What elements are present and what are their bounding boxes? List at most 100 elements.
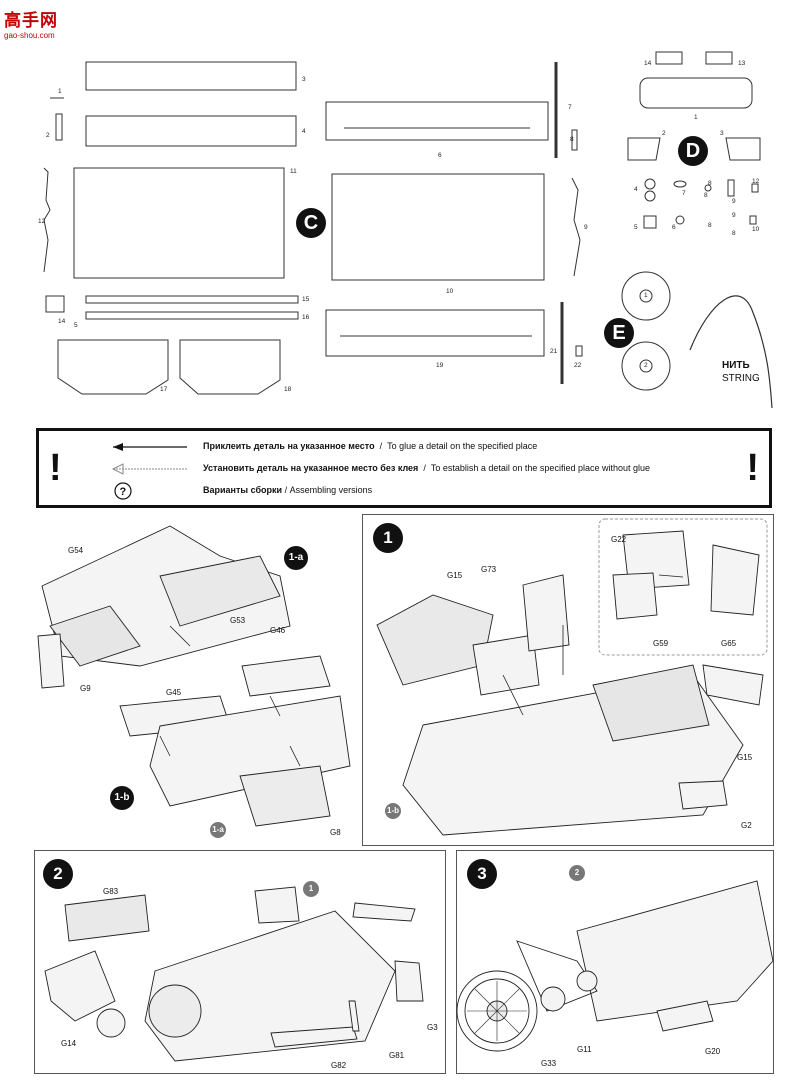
part-label: 15 xyxy=(302,296,310,303)
step-1-number: 1 xyxy=(373,523,403,553)
part-c8-shape xyxy=(571,129,578,151)
part-label: 12 xyxy=(752,178,760,185)
step-3-drawing xyxy=(456,880,774,1052)
part-label: 1 xyxy=(58,88,62,95)
part-label: 13 xyxy=(738,60,746,67)
detail-inset xyxy=(598,518,768,656)
part-label: 2 xyxy=(662,130,666,137)
label-g33: G33 xyxy=(541,1059,557,1068)
part-d8-shape xyxy=(704,184,712,192)
part-label: 9 xyxy=(732,198,736,205)
part-c10-shape xyxy=(331,173,545,281)
part-d3-shape xyxy=(725,137,761,161)
label-g81: G81 xyxy=(389,1051,405,1060)
part-label: 8 xyxy=(704,192,708,199)
legend-arrows: ? xyxy=(111,443,187,500)
part-label: 1 xyxy=(694,114,698,121)
label-g82: G82 xyxy=(331,1061,347,1070)
question-icon-glyph: ? xyxy=(120,486,127,498)
part-label: 21 xyxy=(550,348,558,355)
step-3-ref-badge: 2 xyxy=(569,865,585,881)
part-label: 9 xyxy=(732,212,736,219)
sprue-drawing xyxy=(43,51,773,409)
step-1a-1b-area: G54 G53 G9 G46 G45 G8 1-a 1-b 1-a xyxy=(20,516,356,846)
part-d5-shape xyxy=(643,215,657,229)
step-2-panel: 2 1 G83 G14 G3 G81 G82 xyxy=(34,850,446,1074)
part-label: 6 xyxy=(438,152,442,159)
label-g45: G45 xyxy=(166,688,182,697)
part-label: 8 xyxy=(708,180,712,187)
step-2-drawing xyxy=(44,886,424,1062)
part-label: 18 xyxy=(284,386,292,393)
part-c16-shape xyxy=(85,311,299,320)
part-label: 1 xyxy=(644,292,648,299)
label-g15-top: G15 xyxy=(447,571,463,580)
part-label: 10 xyxy=(752,226,760,233)
part-label: 4 xyxy=(302,128,306,135)
part-label: 22 xyxy=(574,362,582,369)
step-3-panel: 3 2 G11 G33 G20 xyxy=(456,850,774,1074)
part-label: 3 xyxy=(720,130,724,137)
part-d9-shape xyxy=(727,179,735,197)
part-c19-shape xyxy=(325,309,545,357)
step-1b-badge: 1-b xyxy=(110,786,134,810)
part-label: 19 xyxy=(436,362,444,369)
label-g83: G83 xyxy=(103,887,119,896)
part-c11-shape xyxy=(73,167,285,279)
legend-glue: Приклеить деталь на указанное место / To… xyxy=(203,441,538,451)
step-1a-1b-drawing xyxy=(37,525,351,827)
sprue-letter-c: C xyxy=(296,208,326,238)
part-c2-shape xyxy=(55,113,63,141)
part-label: 6 xyxy=(672,224,676,231)
part-d13-shape xyxy=(655,51,683,65)
label-g14: G14 xyxy=(61,1039,77,1048)
step-1b-ref-badge: 1-a xyxy=(210,822,226,838)
part-d6-shape xyxy=(675,215,685,225)
part-label: 3 xyxy=(302,76,306,83)
label-g3: G3 xyxy=(427,1023,438,1032)
part-label: 9 xyxy=(584,224,588,231)
part-label: 2 xyxy=(644,362,648,369)
string-label-ru: НИТЬ xyxy=(722,360,750,371)
part-label: 7 xyxy=(568,104,572,111)
part-c4-shape xyxy=(85,115,297,147)
part-label: 10 xyxy=(446,288,454,295)
step-2-number: 2 xyxy=(43,859,73,889)
label-g65: G65 xyxy=(721,639,737,648)
step-2-ref-badge: 1 xyxy=(303,881,319,897)
exclamation-left: ! xyxy=(49,447,62,489)
part-c18-shape xyxy=(179,339,281,395)
legend-no-glue: Установить деталь на указанное место без… xyxy=(203,463,651,473)
part-label: 4 xyxy=(634,186,638,193)
label-g9: G9 xyxy=(80,684,91,693)
sprue-parts-sheet: 1 2 3 4 7 8 6 11 12 9 10 15 16 14 17 18 … xyxy=(0,40,800,420)
step-1-panel: 1 1-b G22 G15 G73 G59 G65 G15 G2 xyxy=(362,514,774,846)
label-g46: G46 xyxy=(270,626,286,635)
part-c6-shape xyxy=(325,101,549,141)
legend-versions: Варианты сборки / Assembling versions xyxy=(203,485,373,495)
part-label: 17 xyxy=(160,386,168,393)
part-d4-shape xyxy=(644,178,656,190)
part-label: 12 xyxy=(38,218,46,225)
watermark-title: 高手网 xyxy=(4,11,58,30)
label-g22: G22 xyxy=(611,535,627,544)
part-d1-shape xyxy=(639,77,753,109)
legend-box: ! ! ? Приклеить деталь на указанное мест… xyxy=(36,428,772,508)
watermark-logo: 高手网 gao-shou.com xyxy=(4,6,74,40)
part-d7-shape xyxy=(673,180,687,188)
part-label: 16 xyxy=(302,314,310,321)
sprue-letter-e: E xyxy=(604,318,634,348)
part-c17-shape xyxy=(57,339,169,395)
exclamation-right: ! xyxy=(746,447,759,489)
label-g20: G20 xyxy=(705,1047,721,1056)
part-d2-shape xyxy=(627,137,661,161)
part-c14-shape xyxy=(45,295,65,313)
part-e1-shape xyxy=(621,271,671,321)
part-label: 8 xyxy=(570,136,574,143)
sprue-letter-d: D xyxy=(678,136,708,166)
part-e2-shape xyxy=(621,341,671,391)
label-g8: G8 xyxy=(330,828,341,837)
part-c15-shape xyxy=(85,295,299,304)
part-d10-shape xyxy=(749,215,757,225)
string-label-en: STRING xyxy=(722,373,760,384)
